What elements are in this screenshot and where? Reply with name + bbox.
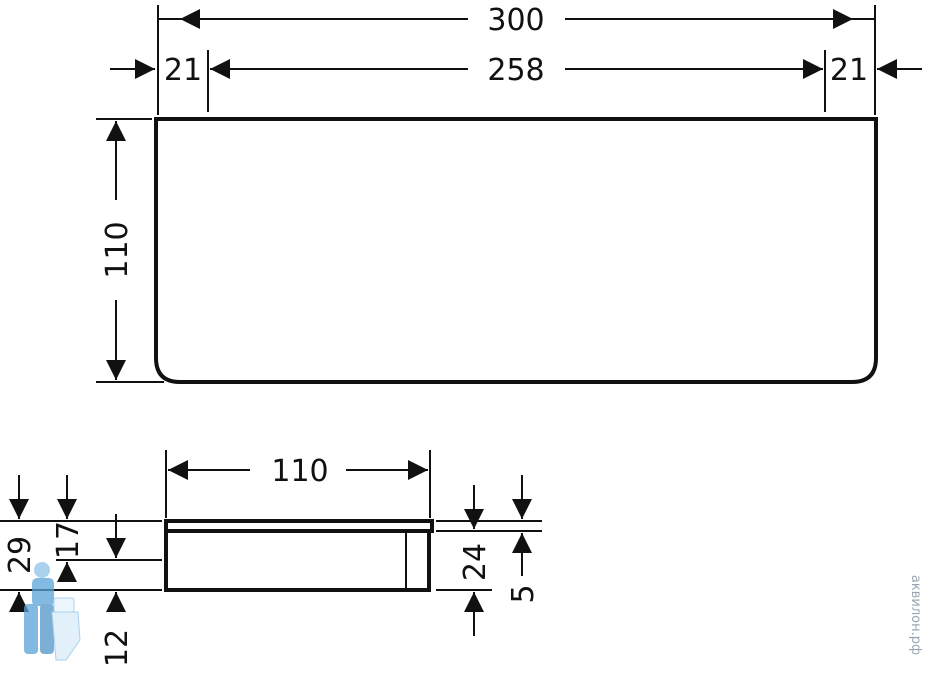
dim-110-horizontal: 110 bbox=[168, 454, 428, 489]
shelf-side-body bbox=[164, 529, 431, 592]
dim-300: 300 bbox=[158, 3, 875, 38]
dim-12-label: 12 bbox=[100, 629, 135, 667]
top-view: 300 258 21 21 110 bbox=[96, 3, 922, 384]
dim-29-label: 29 bbox=[3, 536, 38, 574]
dim-110-horizontal-label: 110 bbox=[271, 454, 328, 489]
dim-29: 29 bbox=[3, 475, 38, 612]
watermark-text: аквилон.рф bbox=[908, 575, 923, 655]
dim-24-label: 24 bbox=[458, 543, 493, 581]
dim-21-left-label: 21 bbox=[164, 53, 202, 88]
dim-110-vertical: 110 bbox=[100, 121, 135, 380]
dim-17: 17 bbox=[51, 475, 86, 582]
dim-258-label: 258 bbox=[487, 53, 544, 88]
dim-24: 24 bbox=[458, 485, 493, 636]
dim-21-left: 21 bbox=[110, 53, 202, 88]
dim-258: 258 bbox=[210, 53, 823, 88]
dim-5: 5 bbox=[506, 475, 541, 604]
dim-17-label: 17 bbox=[51, 521, 86, 559]
dim-12: 12 bbox=[100, 514, 135, 667]
dim-21-right-label: 21 bbox=[830, 53, 868, 88]
dim-300-label: 300 bbox=[487, 3, 544, 38]
dim-21-right: 21 bbox=[830, 53, 922, 88]
plumber-logo bbox=[24, 562, 81, 661]
shelf-top-outline bbox=[154, 117, 878, 384]
dim-110-vertical-label: 110 bbox=[100, 221, 135, 278]
side-view: 110 29 17 12 24 5 bbox=[0, 450, 542, 667]
dim-5-label: 5 bbox=[506, 584, 541, 603]
